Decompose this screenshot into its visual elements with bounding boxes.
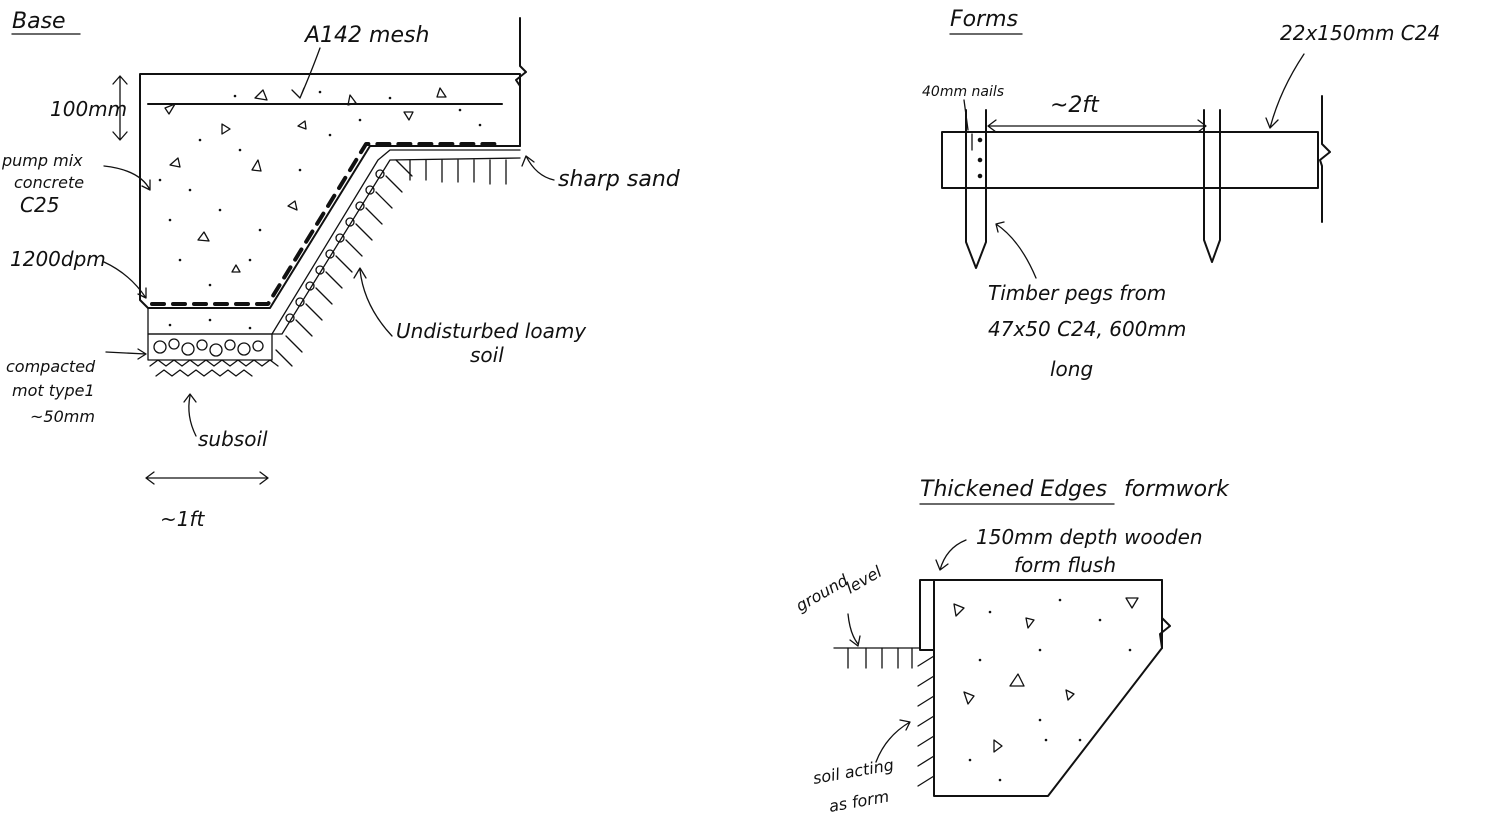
- slab-outline: [139, 73, 521, 309]
- soil-form-label-2: as form: [827, 787, 890, 816]
- base-diagram: Base: [1, 9, 681, 531]
- pegs-arrow: [995, 221, 1037, 279]
- concrete-speckle: [158, 90, 482, 330]
- soil-form-hatching: [917, 655, 935, 787]
- ground-label-2: level: [843, 562, 886, 598]
- spacing-label: ~2ft: [1050, 93, 1100, 118]
- concrete-arrow: [103, 165, 151, 191]
- subsoil-hatching: [149, 359, 279, 377]
- ground-label-1: ground: [793, 570, 853, 615]
- form-arrow: [935, 539, 967, 571]
- subsoil-arrow: [183, 393, 197, 437]
- board-label: 22x150mm C24: [1280, 21, 1440, 45]
- depth-dimension: [112, 75, 128, 141]
- peg-right: [1203, 109, 1221, 263]
- type1-label-1: compacted: [6, 357, 96, 376]
- pegs-label-2: 47x50 C24, 600mm: [988, 317, 1186, 341]
- forms-diagram: Forms ~2ft 40mm nails 22x150mm C24 Timbe…: [922, 7, 1440, 381]
- thickened-title-rest: formwork: [1124, 477, 1230, 502]
- concrete-aggregate: [164, 87, 447, 273]
- form-board-break: [1319, 95, 1331, 223]
- sand-arrow: [521, 155, 555, 181]
- subsoil-label: subsoil: [198, 427, 268, 451]
- sand-layer-lower: [271, 157, 521, 335]
- dpm-label: 1200dpm: [10, 247, 106, 271]
- type1-label-2: mot type1: [12, 381, 95, 400]
- form-label-2: form flush: [1014, 553, 1116, 577]
- wooden-form: [919, 579, 935, 651]
- thickened-edges-diagram: Thickened Edges formwork: [793, 477, 1231, 816]
- soil-label-2: soil: [470, 343, 504, 367]
- thickened-speckle: [968, 598, 1132, 782]
- width-label: ~1ft: [160, 507, 206, 531]
- spacing-dimension: [987, 119, 1207, 133]
- mesh-arrow: [291, 47, 321, 99]
- concrete-label-2: concrete: [14, 173, 84, 192]
- soil-form-arrow: [875, 719, 911, 763]
- nails-label: 40mm nails: [922, 84, 1004, 100]
- depth-label: 100mm: [50, 97, 127, 121]
- thickened-aggregate: [953, 597, 1139, 753]
- nails-arrow: [963, 99, 969, 131]
- soil-hatching: [275, 159, 507, 367]
- sand-layer: [147, 149, 521, 335]
- thickened-concrete-outline: [933, 579, 1163, 797]
- pegs-label-3: long: [1050, 357, 1093, 381]
- type1-arrow: [105, 348, 147, 360]
- form-board: [941, 131, 1319, 189]
- base-title: Base: [12, 9, 66, 34]
- peg-left: [965, 109, 987, 269]
- board-arrow: [1265, 53, 1305, 129]
- sand-label: sharp sand: [558, 167, 681, 192]
- dpm-arrow: [103, 261, 147, 299]
- ground-hatching: [833, 647, 921, 669]
- concrete-label-3: C25: [20, 193, 59, 217]
- mesh-label: A142 mesh: [303, 23, 429, 48]
- thickened-break-line: [1159, 579, 1171, 649]
- form-label-1: 150mm depth wooden: [976, 525, 1203, 549]
- thickened-title-underlined: Thickened Edges: [920, 477, 1107, 502]
- soil-arrow: [353, 267, 393, 337]
- dpm-line: [150, 142, 504, 306]
- width-dimension: [145, 471, 269, 485]
- concrete-label-1: pump mix: [1, 151, 83, 170]
- slab-break-line: [515, 17, 527, 147]
- pegs-label-1: Timber pegs from: [988, 281, 1166, 305]
- forms-title: Forms: [950, 7, 1018, 32]
- type1-label-3: ~50mm: [30, 407, 95, 426]
- mot-type1-layer: [147, 169, 385, 361]
- soil-form-label-1: soil acting: [811, 755, 895, 788]
- soil-label-1: Undisturbed loamy: [396, 319, 587, 343]
- ground-arrow: [847, 613, 861, 647]
